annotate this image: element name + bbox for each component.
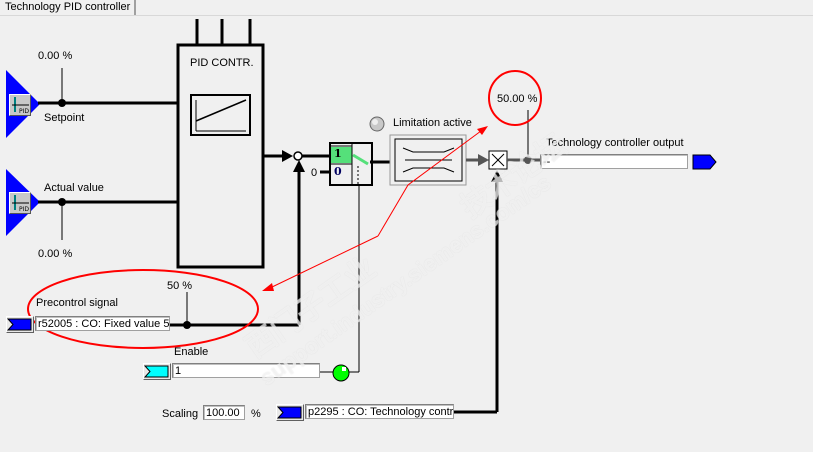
precontrol-field[interactable]: r52005 : CO: Fixed value 5( <box>35 316 170 331</box>
pid-block <box>176 43 265 269</box>
scaling-arrow <box>491 170 503 182</box>
annotation-ellipse-precontrol <box>27 269 259 349</box>
switch-on-cell <box>331 147 352 163</box>
switch-on-label: 1 <box>334 147 342 160</box>
precontrol-junction <box>183 321 191 329</box>
connector-icon <box>276 406 302 419</box>
limiter-arrow <box>478 154 489 166</box>
enable-connector-button[interactable] <box>143 363 171 380</box>
pid-symbol-icon: PID <box>12 195 29 213</box>
annotation-arrowhead-up <box>477 126 488 135</box>
pid-block-label: PID CONTR. <box>190 57 254 69</box>
output-field[interactable]: -- <box>540 154 688 169</box>
precontrol-label: Precontrol signal <box>36 297 118 309</box>
scaling-label: Scaling <box>162 408 199 420</box>
scaling-source-connector-button[interactable] <box>276 404 304 421</box>
output-junction <box>524 156 532 164</box>
actual-value-junction <box>58 198 66 206</box>
enable-label: Enable <box>174 346 209 358</box>
precontrol-value: 50 % <box>167 280 193 292</box>
precontrol-connector-button[interactable] <box>6 316 34 333</box>
tab-bar <box>0 0 813 16</box>
setpoint-pid-icon[interactable]: PID <box>9 94 31 116</box>
actual-value-pid-icon[interactable]: PID <box>9 192 31 214</box>
connector-icon <box>143 365 169 378</box>
pid-graph-box <box>190 94 251 136</box>
output-label: Technology controller output <box>546 137 684 149</box>
connector-icon <box>6 318 32 331</box>
pid-graph-ramp <box>195 99 247 122</box>
svg-text:PID: PID <box>19 108 29 115</box>
summing-node <box>293 151 303 161</box>
switch-lever <box>352 153 369 166</box>
pid-symbol-icon: PID <box>12 97 29 115</box>
annotation-ellipse-output <box>488 70 542 126</box>
output-connector-arrow <box>692 154 717 170</box>
switch-zero-input: 0 <box>311 167 318 179</box>
scaling-source-field[interactable]: p2295 : CO: Technology contr <box>305 404 454 419</box>
output-value: 50.00 % <box>497 93 538 105</box>
switch-off-label: 0 <box>334 165 342 178</box>
annotation-arrowhead-down <box>262 283 274 291</box>
annotation-arrow-line <box>377 127 486 237</box>
enable-field[interactable]: 1 <box>172 363 320 378</box>
pid-output-arrow <box>282 150 293 162</box>
precontrol-arrow <box>293 160 305 172</box>
setpoint-label: Setpoint <box>44 112 85 124</box>
svg-text:PID: PID <box>19 206 29 213</box>
scaling-unit: % <box>251 408 261 420</box>
tab-technology-pid-controller[interactable]: Technology PID controller <box>0 0 137 15</box>
actual-value-value: 0.00 % <box>38 248 73 260</box>
setpoint-junction <box>58 99 66 107</box>
setpoint-value: 0.00 % <box>38 50 73 62</box>
scaling-input[interactable]: 100.00 <box>203 405 245 420</box>
limitation-active-label: Limitation active <box>393 117 472 129</box>
actual-value-label: Actual value <box>44 182 104 194</box>
enable-led <box>332 364 350 382</box>
